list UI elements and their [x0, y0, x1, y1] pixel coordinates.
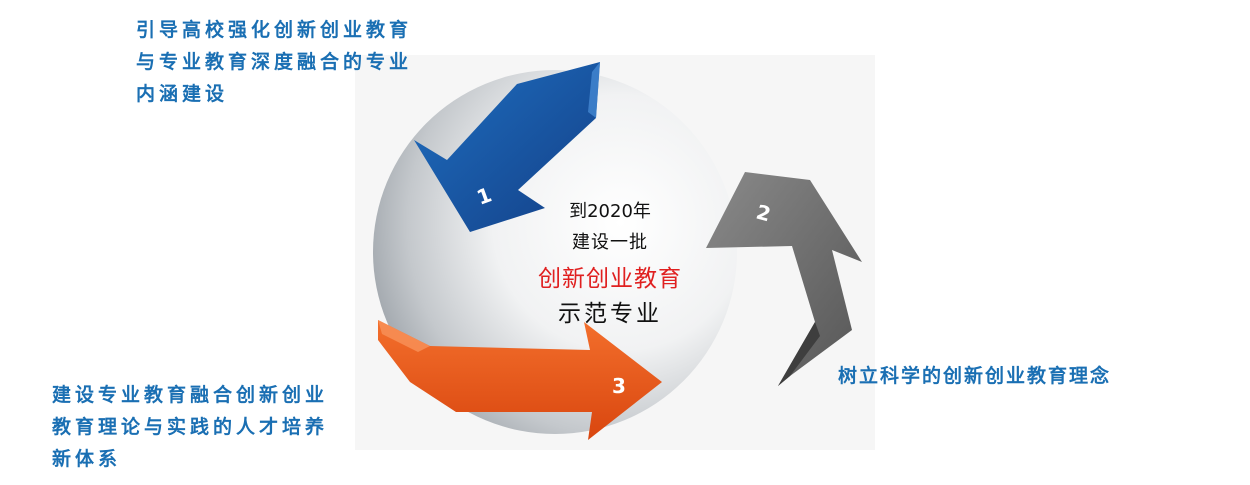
- caption-bottom-line: 新体系: [52, 448, 122, 470]
- arrow-2-number: 2: [754, 200, 774, 227]
- caption-top: 引导高校强化创新创业教育 与专业教育深度融合的专业 内涵建设: [136, 14, 412, 110]
- arrow-2: 2: [706, 172, 862, 386]
- caption-bottom-line: 建设专业教育融合创新创业: [52, 384, 329, 406]
- arrow-1: 1: [414, 62, 600, 232]
- caption-right-line: 树立科学的创新创业教育理念: [838, 365, 1112, 387]
- center-demo-text: 示范专业: [558, 301, 662, 327]
- caption-top-line: 引导高校强化创新创业教育: [136, 19, 413, 41]
- caption-bottom-line: 教育理论与实践的人才培养: [52, 416, 329, 438]
- center-build-text: 建设一批: [572, 232, 648, 253]
- arrow-3-body: [378, 320, 662, 440]
- arrow-2-shadow: [778, 322, 820, 386]
- caption-right: 树立科学的创新创业教育理念: [838, 360, 1111, 392]
- arrow-3: 3: [378, 320, 662, 440]
- arrow-3-highlight: [378, 320, 430, 352]
- arrow-1-body: [414, 62, 600, 232]
- caption-top-line: 与专业教育深度融合的专业: [136, 51, 413, 73]
- arrow-2-body: [706, 172, 862, 386]
- caption-bottom: 建设专业教育融合创新创业 教育理论与实践的人才培养 新体系: [52, 379, 328, 475]
- arrow-1-highlight: [588, 62, 600, 118]
- caption-top-line: 内涵建设: [136, 83, 229, 105]
- center-year-text: 到2020年: [569, 201, 651, 222]
- arrow-3-number: 3: [612, 374, 626, 398]
- center-highlight-text: 创新创业教育: [538, 266, 682, 292]
